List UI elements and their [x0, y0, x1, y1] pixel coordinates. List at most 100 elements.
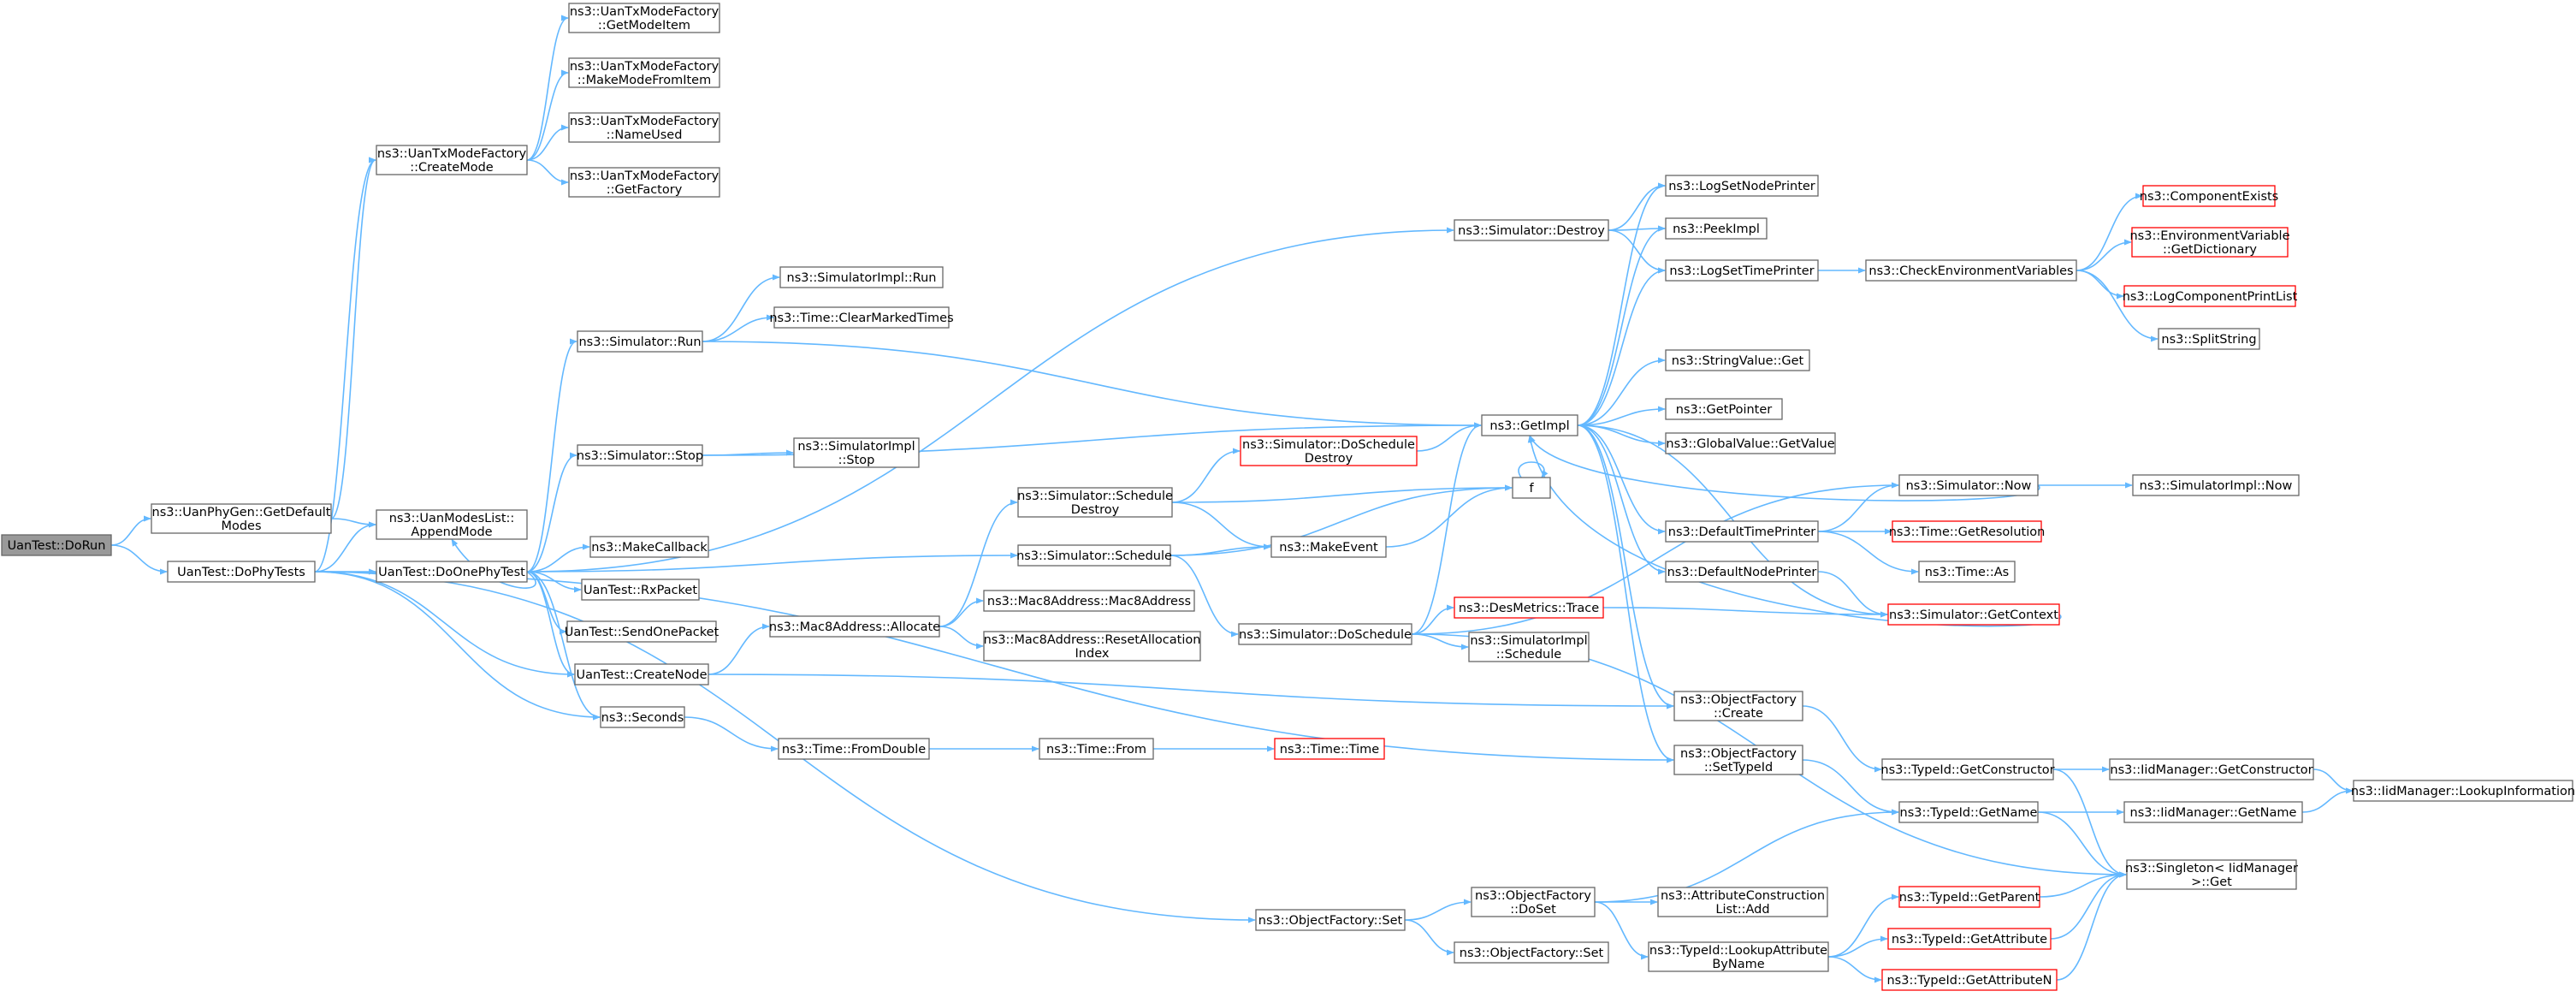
node-getcontext[interactable]: ns3::Simulator::GetContext	[1887, 603, 2060, 626]
node-makemodefromitem[interactable]: ns3::UanTxModeFactory::MakeModeFromItem	[568, 57, 720, 88]
node-box[interactable]	[1918, 561, 2016, 583]
node-box[interactable]	[1665, 349, 1810, 371]
node-box[interactable]	[1865, 259, 2077, 282]
node-box[interactable]	[769, 615, 940, 638]
node-box[interactable]	[376, 145, 528, 175]
node-simstop[interactable]: ns3::Simulator::Stop	[577, 444, 703, 466]
node-makecallback[interactable]: ns3::MakeCallback	[589, 536, 709, 558]
node-box[interactable]	[1673, 745, 1803, 775]
node-box[interactable]	[1454, 219, 1609, 241]
node-box[interactable]	[778, 738, 930, 760]
node-box[interactable]	[589, 536, 709, 558]
node-box[interactable]	[1887, 928, 2052, 950]
node-trace[interactable]: ns3::DesMetrics::Trace	[1454, 596, 1604, 619]
node-box[interactable]	[1454, 941, 1609, 964]
node-root[interactable]: UanTest::DoRun	[1, 534, 112, 556]
node-logcomplist[interactable]: ns3::LogComponentPrintList	[2123, 285, 2298, 307]
node-objfactset2[interactable]: ns3::ObjectFactory::Set	[1454, 941, 1609, 964]
node-box[interactable]	[1665, 561, 1819, 583]
node-box[interactable]	[2123, 801, 2303, 823]
node-getmodeitem[interactable]: ns3::UanTxModeFactory::GetModeItem	[568, 3, 720, 33]
node-box[interactable]	[376, 561, 528, 583]
node-box[interactable]	[1665, 398, 1783, 420]
node-createmode[interactable]: ns3::UanTxModeFactory::CreateMode	[376, 145, 528, 175]
node-defnodeprinter[interactable]: ns3::DefaultNodePrinter	[1665, 561, 1819, 583]
node-box[interactable]	[983, 590, 1195, 612]
node-box[interactable]	[1665, 217, 1768, 240]
node-checkenv[interactable]: ns3::CheckEnvironmentVariables	[1865, 259, 2077, 282]
node-getimpl[interactable]: ns3::GetImpl	[1481, 414, 1578, 436]
node-iidgetctor[interactable]: ns3::IidManager::GetConstructor	[2109, 758, 2314, 780]
node-box[interactable]	[1471, 887, 1596, 917]
node-box[interactable]	[568, 3, 720, 33]
node-typeidgetname[interactable]: ns3::TypeId::GetName	[1898, 801, 2039, 823]
node-simimplstop[interactable]: ns3::SimulatorImpl::Stop	[793, 437, 920, 468]
node-box[interactable]	[1039, 738, 1154, 760]
node-splitstring[interactable]: ns3::SplitString	[2158, 328, 2260, 350]
node-clearmarked[interactable]: ns3::Time::ClearMarkedTimes	[769, 306, 954, 329]
node-box[interactable]	[581, 579, 700, 601]
node-box[interactable]	[568, 57, 720, 88]
node-fromdouble[interactable]: ns3::Time::FromDouble	[778, 738, 930, 760]
node-getconstructor[interactable]: ns3::TypeId::GetConstructor	[1880, 758, 2055, 780]
node-box[interactable]	[1017, 487, 1173, 518]
node-deftimeprinter[interactable]: ns3::DefaultTimePrinter	[1665, 520, 1819, 543]
node-box[interactable]	[1665, 175, 1819, 197]
node-makeevent[interactable]: ns3::MakeEvent	[1270, 536, 1387, 558]
node-nameused[interactable]: ns3::UanTxModeFactory::NameUsed	[568, 112, 720, 143]
node-box[interactable]	[1881, 969, 2058, 991]
node-box[interactable]	[1665, 259, 1819, 282]
node-globalvalue[interactable]: ns3::GlobalValue::GetValue	[1665, 432, 1836, 454]
node-box[interactable]	[1255, 909, 1406, 931]
node-box[interactable]	[2109, 758, 2314, 780]
node-getattributen[interactable]: ns3::TypeId::GetAttributeN	[1881, 969, 2058, 991]
node-iidlookup[interactable]: ns3::IidManager::LookupInformation	[2351, 780, 2575, 802]
node-box[interactable]	[2132, 474, 2300, 496]
node-simimplnow[interactable]: ns3::SimulatorImpl::Now	[2132, 474, 2300, 496]
node-box[interactable]	[2142, 185, 2276, 207]
node-getpointer[interactable]: ns3::GetPointer	[1665, 398, 1783, 420]
node-simnow[interactable]: ns3::Simulator::Now	[1898, 474, 2039, 496]
node-box[interactable]	[1240, 436, 1418, 466]
node-box[interactable]	[577, 330, 703, 353]
node-box[interactable]	[577, 444, 703, 466]
node-box[interactable]	[1657, 887, 1828, 917]
node-box[interactable]	[1238, 623, 1412, 645]
node-box[interactable]	[1898, 801, 2039, 823]
node-box[interactable]	[1898, 474, 2039, 496]
node-seconds[interactable]: ns3::Seconds	[600, 706, 685, 728]
node-sendonepacket[interactable]: UanTest::SendOnePacket	[565, 620, 720, 643]
node-box[interactable]	[2353, 780, 2573, 802]
node-dophytests[interactable]: UanTest::DoPhyTests	[167, 561, 316, 583]
node-box[interactable]	[2123, 285, 2296, 307]
node-box[interactable]	[1274, 738, 1385, 760]
node-box[interactable]	[1887, 603, 2060, 626]
node-simimplsched[interactable]: ns3::SimulatorImpl::Schedule	[1468, 632, 1590, 662]
node-box[interactable]	[1898, 886, 2040, 908]
node-timefrom[interactable]: ns3::Time::From	[1039, 738, 1154, 760]
node-logsettime[interactable]: ns3::LogSetTimePrinter	[1665, 259, 1819, 282]
node-doonephytest[interactable]: UanTest::DoOnePhyTest	[376, 561, 528, 583]
node-box[interactable]	[600, 706, 685, 728]
node-box[interactable]	[1673, 691, 1803, 721]
node-compexists[interactable]: ns3::ComponentExists	[2140, 185, 2279, 207]
node-timeres[interactable]: ns3::Time::GetResolution	[1889, 520, 2046, 543]
node-envdict[interactable]: ns3::EnvironmentVariable::GetDictionary	[2129, 227, 2290, 258]
node-peekimpl[interactable]: ns3::PeekImpl	[1665, 217, 1768, 240]
node-mac8alloc[interactable]: ns3::Mac8Address::Allocate	[769, 615, 940, 638]
node-box[interactable]	[167, 561, 316, 583]
node-iidgetname[interactable]: ns3::IidManager::GetName	[2123, 801, 2303, 823]
node-box[interactable]	[1881, 758, 2054, 780]
node-getparent[interactable]: ns3::TypeId::GetParent	[1898, 886, 2040, 908]
node-box[interactable]	[1454, 596, 1604, 619]
node-createnode[interactable]: UanTest::CreateNode	[574, 663, 709, 685]
node-box[interactable]	[773, 306, 950, 329]
node-simschedule[interactable]: ns3::Simulator::Schedule	[1016, 544, 1172, 567]
node-singleton[interactable]: ns3::Singleton< IidManager>::Get	[2125, 859, 2298, 890]
node-timetime[interactable]: ns3::Time::Time	[1274, 738, 1385, 760]
node-simrun[interactable]: ns3::Simulator::Run	[577, 330, 703, 353]
node-mac8ctor[interactable]: ns3::Mac8Address::Mac8Address	[983, 590, 1195, 612]
